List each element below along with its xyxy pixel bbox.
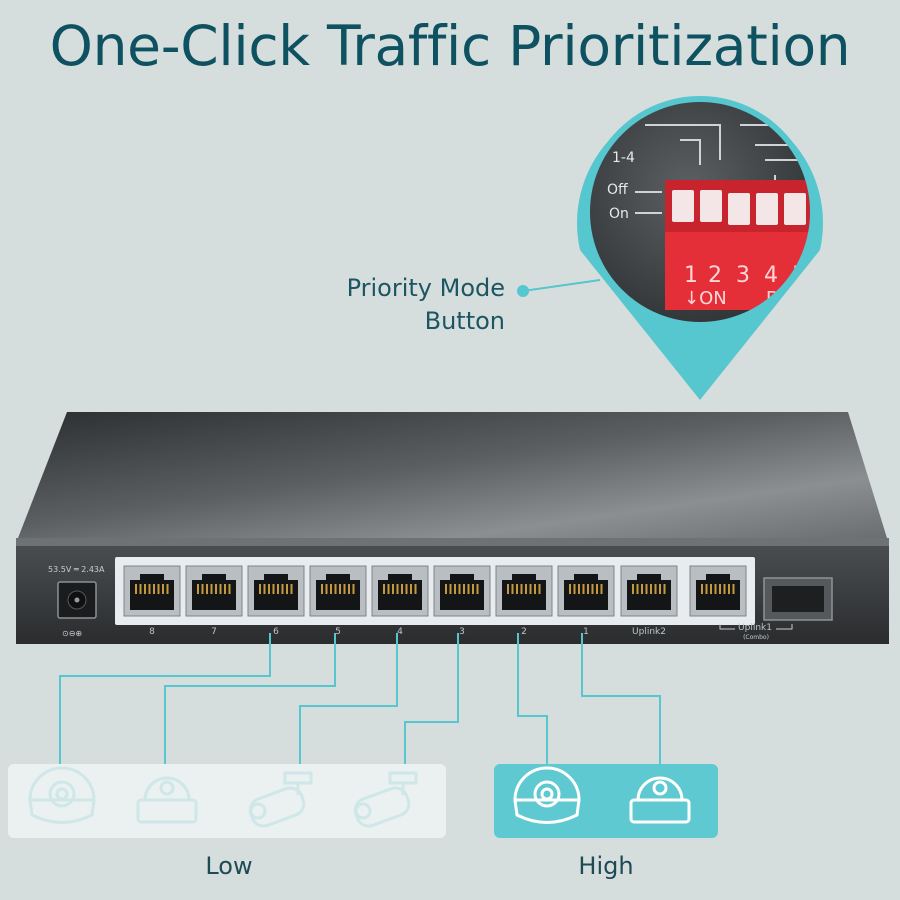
cable: [299, 633, 398, 765]
ethernet-port[interactable]: [247, 565, 305, 617]
ethernet-port[interactable]: [123, 565, 181, 617]
switch-number: 1: [684, 263, 698, 288]
dip-lever[interactable]: [728, 193, 750, 225]
headline: One-Click Traffic Prioritization: [49, 14, 851, 78]
cable: [517, 633, 548, 765]
port-number-label: 8: [149, 627, 155, 637]
dip-levers: [672, 190, 806, 225]
low-priority-label: Low: [205, 852, 253, 880]
port-number-label: 5: [335, 627, 341, 637]
uplink-port[interactable]: [620, 565, 678, 617]
callout-connector: [522, 279, 601, 292]
port-number-label: 3: [459, 627, 465, 637]
dip-lever[interactable]: [784, 193, 806, 225]
cable: [404, 633, 459, 765]
switch-number: 4: [764, 263, 778, 288]
dip-lever[interactable]: [672, 190, 694, 222]
uplink1-label: Uplink1: [738, 623, 772, 633]
dip-lever[interactable]: [700, 190, 722, 222]
cables: [59, 633, 661, 765]
combo-label: (Combo): [743, 634, 769, 641]
ethernet-port[interactable]: [309, 565, 367, 617]
ethernet-port[interactable]: [371, 565, 429, 617]
off-label: Off: [607, 182, 628, 198]
cable: [581, 633, 661, 765]
cable: [59, 633, 271, 765]
dome-camera-icon: [513, 766, 581, 824]
switch-numbers: 1 2 3 4 5: [684, 263, 806, 288]
uplink2-label: Uplink2: [632, 627, 666, 637]
dome-camera-icon: [136, 776, 198, 824]
bullet-camera-icon: [248, 771, 313, 828]
port-number-label: 4: [397, 627, 403, 637]
switch-group-label: 1-4: [612, 150, 635, 166]
dome-camera-icon: [28, 766, 96, 824]
ethernet-port[interactable]: [185, 565, 243, 617]
priority-mode-label: Priority Mode Button: [295, 272, 505, 338]
switch-number: 3: [736, 263, 750, 288]
on-marker: ↓ON: [684, 288, 727, 309]
port-number-label: 2: [521, 627, 527, 637]
dome-camera-icon: [629, 776, 691, 824]
cable: [164, 633, 336, 765]
switch-top: [18, 412, 887, 538]
port-number-label: 6: [273, 627, 279, 637]
priority-mode-label-line1: Priority Mode: [346, 274, 505, 302]
zoom-callout: 1-4 Off On 1 2 3 4 5: [577, 96, 823, 401]
high-priority-label: High: [578, 852, 634, 880]
low-priority-panel: [8, 764, 446, 838]
on-label: On: [609, 206, 629, 222]
port-number-label: 7: [211, 627, 217, 637]
uplink-ports: [620, 565, 747, 617]
callout-dot: [517, 285, 529, 297]
port-number-label: 1: [583, 627, 589, 637]
priority-mode-label-line2: Button: [424, 307, 505, 335]
ethernet-ports: 8 7 6 5 4 3 2 1: [123, 565, 615, 637]
bullet-camera-icon: [353, 771, 418, 828]
switch-number: 2: [708, 263, 722, 288]
ethernet-port[interactable]: [557, 565, 615, 617]
dip-lever[interactable]: [756, 193, 778, 225]
power-rating: 53.5V ═ 2.43A: [48, 565, 105, 574]
ethernet-port[interactable]: [495, 565, 553, 617]
polarity-symbol: ⊙⊖⊕: [62, 629, 82, 638]
uplink-port[interactable]: [689, 565, 747, 617]
network-switch: 53.5V ═ 2.43A ⊙⊖⊕ 8 7 6 5 4 3 2 1 Uplink2 Uplin…: [16, 412, 889, 644]
ethernet-port[interactable]: [433, 565, 491, 617]
